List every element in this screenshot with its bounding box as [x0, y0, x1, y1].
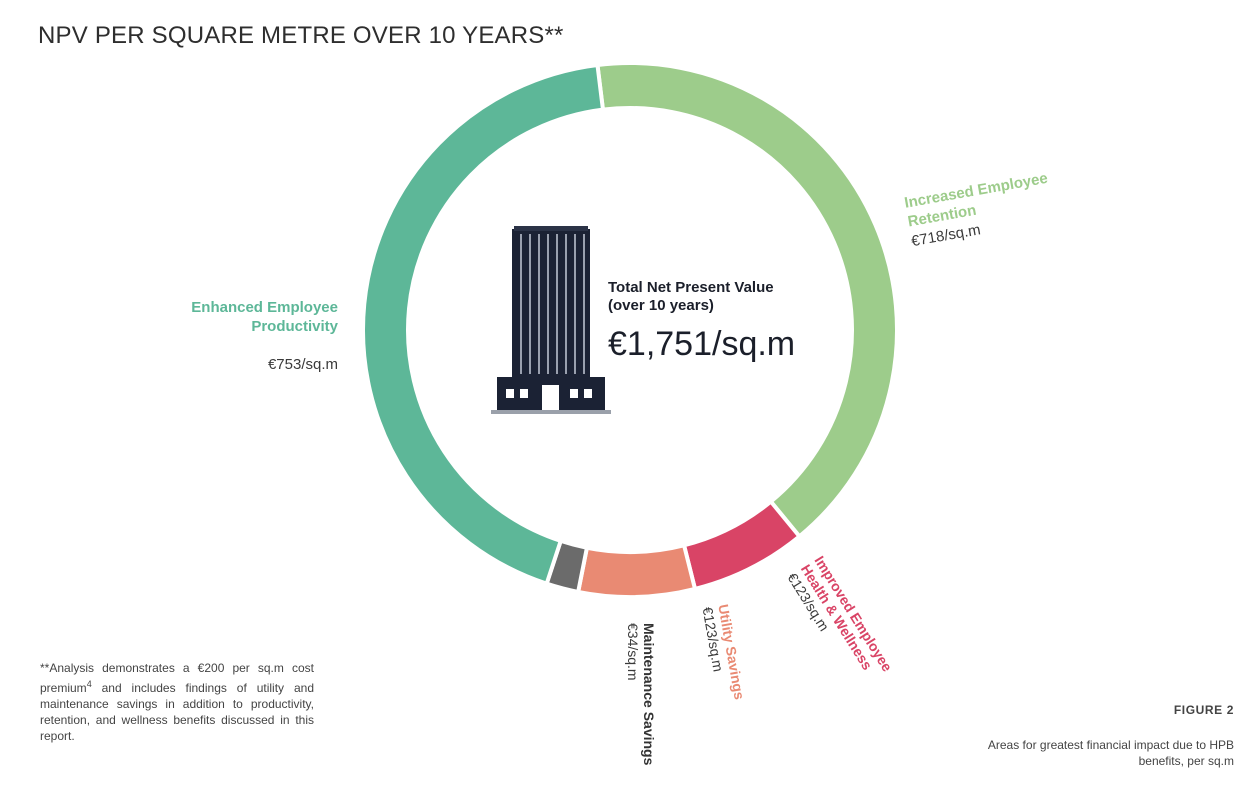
label-enhanced-productivity: Enhanced Employee Productivity €753/sq.m: [191, 298, 338, 373]
footnote-reference: 4: [86, 679, 92, 689]
label-productivity-value: €753/sq.m: [267, 356, 338, 373]
center-value-unit: /sq.m: [712, 325, 796, 363]
center-value-number: €1,751: [608, 325, 712, 363]
footnote-text-1: **Analysis demonstrates a €200 per sq.m …: [40, 661, 314, 695]
label-maintenance-value: €34/sq.m: [625, 623, 641, 681]
footnote-text-2: and includes findings of utility and mai…: [40, 681, 314, 743]
slice-enhanced-employee-productivity: [361, 62, 606, 587]
label-maintenance-name: Maintenance Savings: [641, 623, 657, 766]
center-title: Total Net Present Value (over 10 years): [608, 279, 795, 315]
label-productivity-line1: Enhanced Employee: [191, 299, 338, 316]
figure-number: FIGURE 2: [1173, 703, 1234, 717]
center-summary: Total Net Present Value (over 10 years) …: [608, 279, 795, 364]
office-building-icon: [491, 226, 611, 414]
center-total-value: €1,751/sq.m: [608, 325, 795, 364]
chart-title: NPV PER SQUARE METRE OVER 10 YEARS**: [38, 22, 564, 49]
label-productivity-line2: Productivity: [251, 318, 338, 335]
footnote: **Analysis demonstrates a €200 per sq.m …: [40, 660, 314, 744]
center-title-line2: (over 10 years): [608, 297, 714, 314]
center-title-line1: Total Net Present Value: [608, 279, 774, 296]
label-maintenance-savings: Maintenance Savings €34/sq.m: [625, 623, 657, 765]
slice-utility-savings: [575, 542, 698, 599]
slice-improved-employee-health-wellness: [681, 498, 803, 592]
figure-caption: Areas for greatest financial impact due …: [987, 738, 1234, 768]
